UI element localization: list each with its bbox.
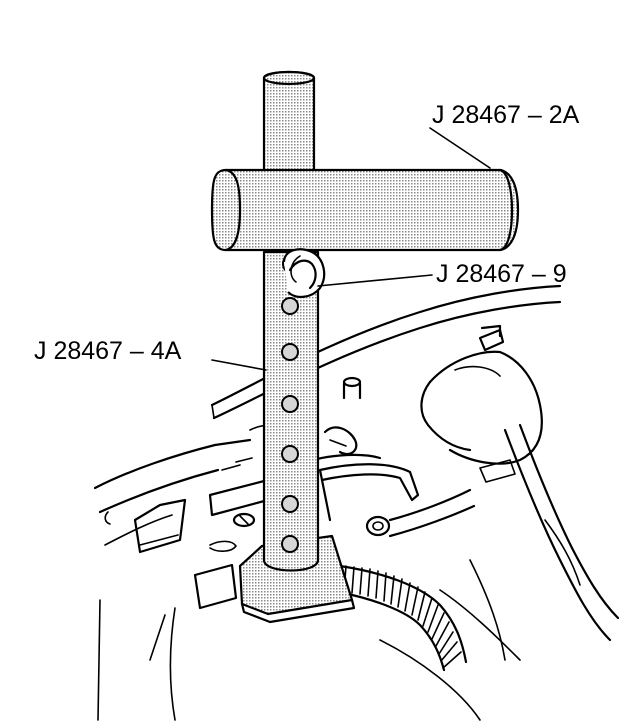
- leader-9: [317, 274, 433, 287]
- tool-horizontal-bar: [210, 168, 520, 252]
- leader-lines: [211, 127, 491, 371]
- callout-tool-4a: J 28467 – 4A: [34, 337, 182, 365]
- leader-2a: [429, 127, 491, 169]
- tool-pin: [282, 248, 326, 298]
- callout-tool-9: J 28467 – 9: [436, 260, 567, 288]
- callout-tool-2a: J 28467 – 2A: [432, 101, 580, 129]
- tool-vertical-bar: [238, 70, 356, 624]
- leader-4a: [211, 359, 267, 371]
- engine-background: [93, 284, 620, 721]
